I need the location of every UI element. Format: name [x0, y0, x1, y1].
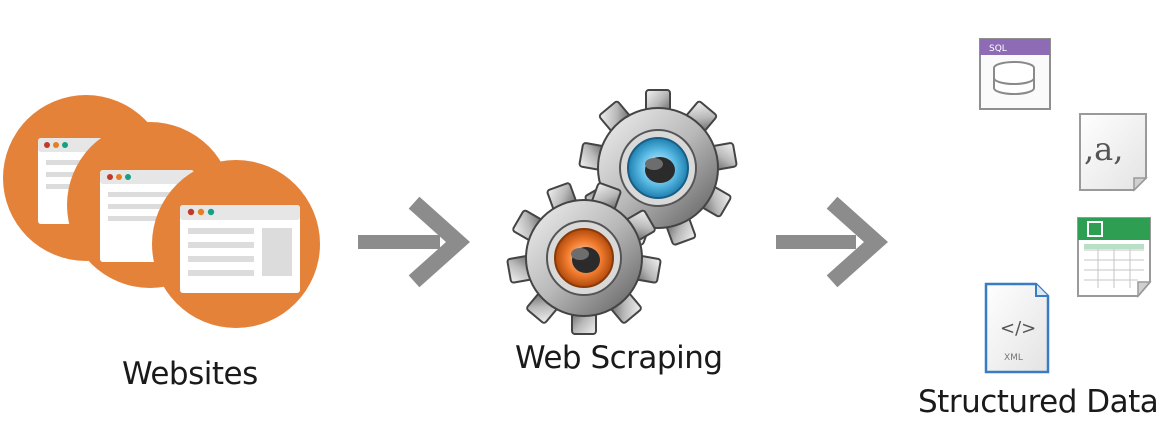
spreadsheet-file-icon	[1077, 217, 1152, 299]
right-arrow-icon	[358, 196, 470, 288]
csv-file-icon: ,a,	[1079, 113, 1148, 192]
web-scraping-label: Web Scraping	[515, 340, 723, 376]
xml-code-glyph: </>	[1000, 318, 1036, 339]
gear-icon	[506, 182, 662, 335]
csv-text: ,a,	[1084, 130, 1123, 168]
website-circle	[152, 160, 320, 328]
website-windows-icon	[3, 95, 320, 328]
structured-data-label: Structured Data	[918, 384, 1159, 420]
sql-tag: SQL	[989, 44, 1007, 54]
websites-label: Websites	[122, 356, 258, 392]
gears-icon	[506, 89, 738, 335]
sql-file-icon: SQL	[979, 38, 1051, 110]
gear-icon	[578, 89, 738, 246]
xml-tag: XML	[1004, 353, 1023, 363]
xml-file-icon: </> XML	[984, 282, 1050, 374]
right-arrow-icon	[776, 196, 888, 288]
